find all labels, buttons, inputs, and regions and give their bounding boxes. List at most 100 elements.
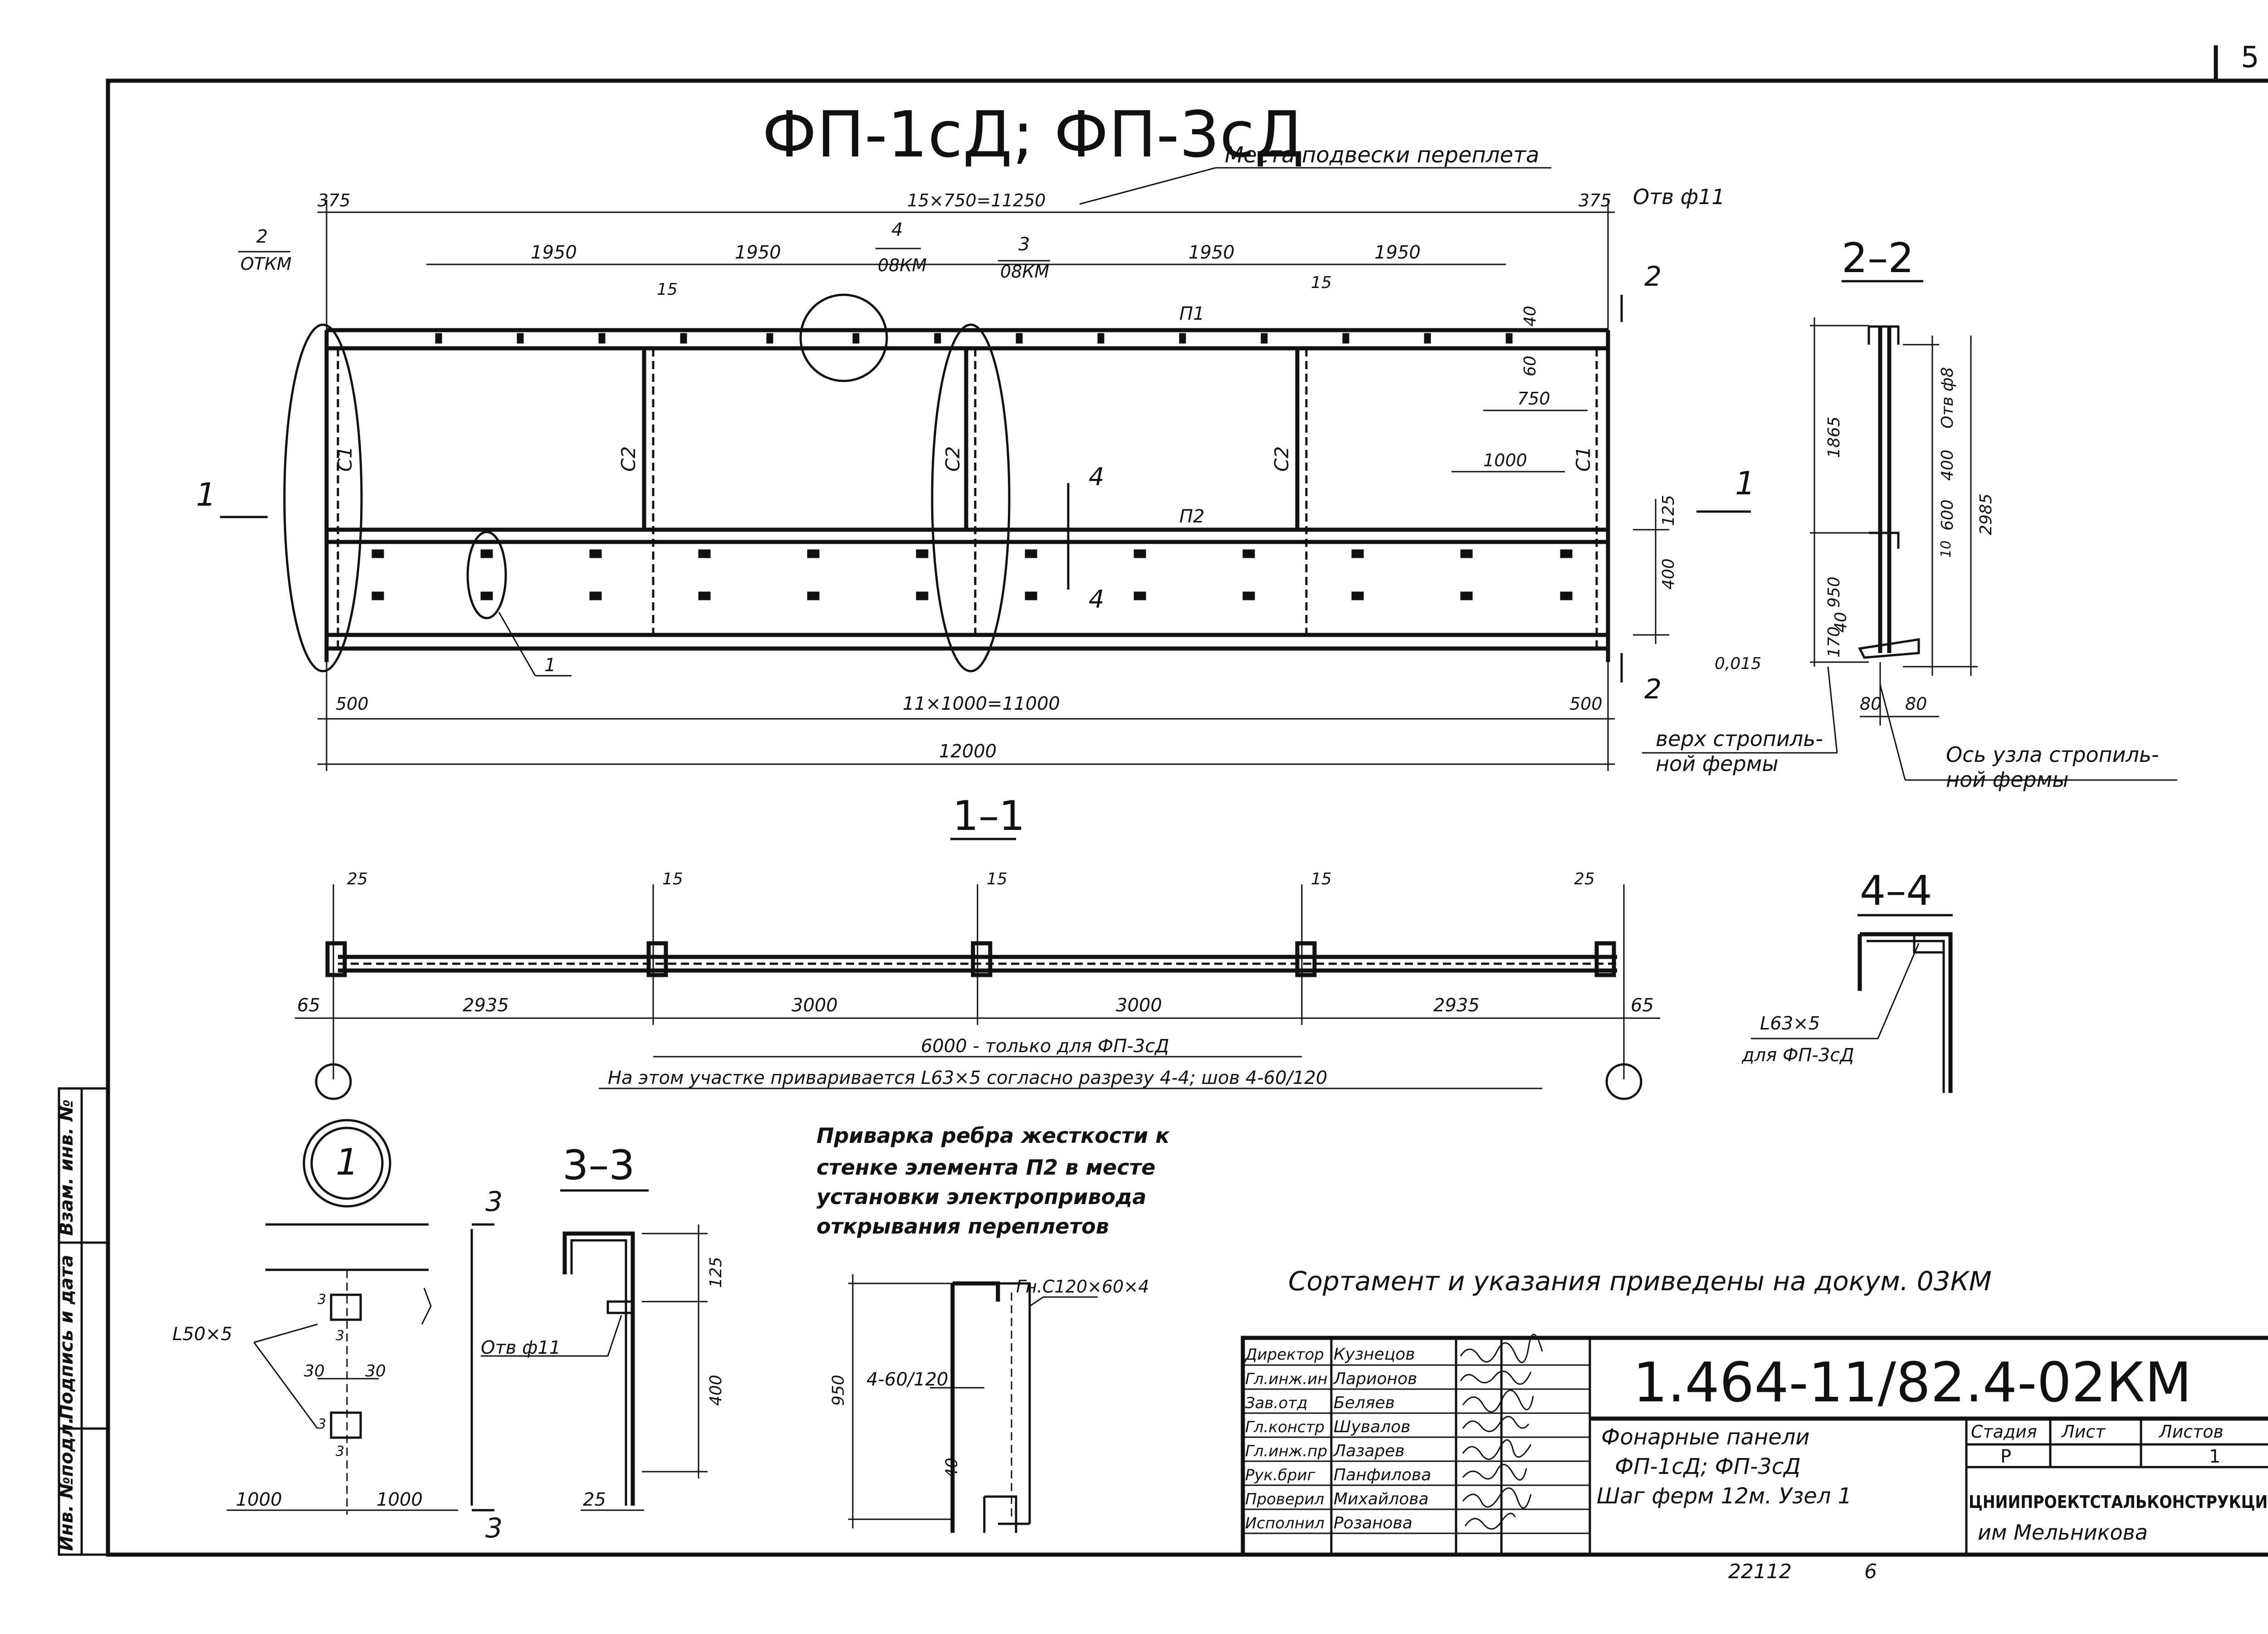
label-c2-c: С2 (1271, 446, 1293, 472)
section-2-2-hole: Отв ф8 (1938, 367, 1957, 429)
title-block-grid (1241, 1336, 2268, 1557)
s22-dim-2985: 2985 (1977, 493, 1995, 535)
callout-2-number: 2 (256, 226, 268, 247)
dim-gap-15-b: 15 (1311, 273, 1332, 292)
callout-3-number: 3 (1018, 234, 1030, 255)
node-1-drawing (227, 1119, 494, 1515)
footer-number-1: 22112 (1728, 1560, 1792, 1583)
callout-1-number: 1 (544, 655, 556, 676)
elevation-dimensions (318, 167, 1669, 771)
s22-dim-950: 950 (1825, 576, 1843, 608)
section-4-4-drawing (1751, 932, 1953, 1093)
left-strip-signature-date: Подпись и дата (56, 1255, 77, 1419)
section-2-2-title: 2–2 (1842, 234, 1914, 282)
cut-4-top: 4 (1089, 463, 1104, 491)
label-p1: П1 (1179, 303, 1205, 324)
note-top-truss: верх стропиль-ной фермы (1656, 727, 1823, 776)
label-c1-left: С1 (334, 446, 356, 472)
sig-role-2: Гл.инж.ин (1245, 1370, 1328, 1388)
stage-value: Р (2000, 1446, 2011, 1467)
sig-role-8: Исполнил (1245, 1514, 1325, 1532)
stiffener-profile: Гн.С120×60×4 (1016, 1277, 1149, 1297)
s22-dim-80-b: 80 (1905, 694, 1927, 714)
lower-brackets (371, 549, 1573, 600)
top-bolts (435, 333, 1513, 344)
label-p2: П2 (1179, 506, 1205, 527)
s11-dim-65-left: 65 (297, 995, 320, 1016)
dim-span-4: 1950 (1374, 242, 1421, 263)
node-1-angle: L50×5 (172, 1324, 232, 1345)
dim-1000: 1000 (1483, 450, 1527, 470)
s11-only-for: 6000 - только для ФП-3сД (921, 1036, 1169, 1057)
s11-dim-top-15-b: 15 (987, 870, 1007, 888)
cut-2-bottom: 2 (1644, 673, 1662, 705)
organization-name: ЦНИИПРОЕКТСТАЛЬКОНСТРУКЦИЯ (1969, 1492, 2268, 1512)
dim-bottom-mid: 11×1000=11000 (903, 693, 1060, 714)
left-strip-replaced-inventory: Взам. инв. № (56, 1099, 77, 1236)
dim-750: 750 (1517, 389, 1550, 409)
note-truss-axis: Ось узла стропиль-ной фермы (1946, 742, 2159, 792)
sig-name-1: Кузнецов (1334, 1345, 1415, 1364)
callout-2-doc: ОТКМ (240, 254, 292, 274)
footer-number-2: 6 (1864, 1560, 1877, 1583)
sig-role-3: Зав.отд (1245, 1394, 1308, 1412)
sheet-header: Лист (2061, 1422, 2106, 1442)
node-1-cut-bottom: 3 (485, 1512, 503, 1544)
sig-name-6: Панфилова (1334, 1466, 1431, 1484)
s11-dim-top-25-right: 25 (1574, 870, 1595, 888)
dim-span-1: 1950 (531, 242, 577, 263)
callout-4-number: 4 (891, 219, 903, 240)
dim-40: 40 (1521, 306, 1540, 327)
node-1-weld-d: 3 (336, 1444, 344, 1459)
panel-elevation (283, 293, 1610, 673)
s11-dim-top-25-left: 25 (347, 870, 368, 888)
dim-top-total: 15×750=11250 (907, 190, 1046, 210)
callout-4-doc: 08КМ (878, 255, 927, 275)
dim-400: 400 (1659, 558, 1678, 590)
s11-dim-2935-left: 2935 (463, 995, 509, 1016)
dim-125: 125 (1659, 495, 1678, 526)
stiffener-note-line-2: стенке элемента П2 в месте (816, 1155, 1155, 1180)
signature-rows: Директор Кузнецов Гл.инж.ин Ларионов Зав… (1244, 1345, 1431, 1532)
sheets-header: Листов (2158, 1422, 2224, 1442)
cut-2-top: 2 (1644, 261, 1662, 293)
s11-dim-top-15-c: 15 (1311, 870, 1332, 888)
dim-overall: 12000 (939, 741, 997, 762)
stiffener-weld: 4-60/120 (866, 1369, 948, 1390)
s11-dim-top-15-a: 15 (662, 870, 683, 888)
reference-note: Сортамент и указания приведены на докум.… (1288, 1266, 1992, 1297)
sig-name-2: Ларионов (1333, 1370, 1417, 1388)
dim-60: 60 (1521, 356, 1540, 376)
s11-note: На этом участке приваривается L63×5 согл… (608, 1068, 1327, 1088)
dim-slope: 0,015 (1715, 654, 1761, 673)
dim-span-2: 1950 (735, 242, 781, 263)
sig-name-4: Шувалов (1334, 1418, 1410, 1436)
label-c1-right: С1 (1572, 446, 1594, 472)
s33-dim-25: 25 (583, 1489, 606, 1510)
sig-name-3: Беляев (1334, 1394, 1395, 1412)
s11-dim-65-right: 65 (1631, 995, 1654, 1016)
s11-dim-2935-right: 2935 (1433, 995, 1480, 1016)
description-line-1: Фонарные панели (1601, 1424, 1810, 1450)
dim-right-offset: 375 (1579, 190, 1612, 210)
section-1-1-title: 1–1 (953, 792, 1025, 840)
sig-name-8: Розанова (1334, 1514, 1413, 1532)
s22-dim-10: 10 (1938, 541, 1954, 558)
sheet-frame (58, 45, 2268, 1557)
s22-dim-1865: 1865 (1825, 416, 1843, 458)
label-c2-b: С2 (942, 446, 964, 472)
sig-name-7: Михайлова (1334, 1490, 1429, 1508)
sig-role-4: Гл.констр (1245, 1418, 1325, 1436)
dim-left-offset: 375 (318, 190, 351, 210)
description-line-2: ФП-1сД; ФП-3сД (1615, 1454, 1801, 1479)
s33-dim-125: 125 (707, 1257, 725, 1288)
sig-role-6: Рук.бриг (1245, 1466, 1316, 1484)
organization-subname: им Мельникова (1978, 1520, 2148, 1545)
stiffener-note-line-3: установки электропривода (816, 1185, 1146, 1209)
stage-header: Стадия (1971, 1422, 2037, 1442)
stiffener-dim-40: 40 (943, 1458, 961, 1478)
sig-name-5: Лазарев (1333, 1442, 1405, 1460)
s33-dim-400: 400 (707, 1375, 725, 1406)
section-4-4-title: 4–4 (1860, 867, 1932, 915)
